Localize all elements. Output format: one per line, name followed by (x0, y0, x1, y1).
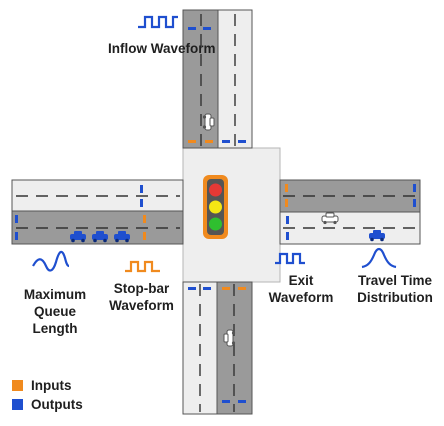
travel-time-distribution-label: Travel Time Distribution (357, 273, 433, 305)
inflow-square-pulse-wave-icon (138, 15, 178, 29)
intersection-box (182, 147, 281, 283)
legend-label-outputs: Outputs (31, 397, 83, 412)
inflow-waveform-label: Inflow Waveform (108, 41, 216, 56)
stopbar-waveform-label: Stop-bar Waveform (109, 281, 174, 313)
legend-label-inputs: Inputs (31, 378, 72, 393)
legend-item-inputs: Inputs (12, 378, 72, 393)
west-approach (11, 179, 184, 245)
legend-item-outputs: Outputs (12, 397, 83, 412)
exit-waveform-label: Exit Waveform (268, 273, 334, 305)
traffic-light-icon (203, 175, 228, 239)
outputs-swatch (12, 399, 23, 410)
east-approach (279, 179, 421, 245)
exit-square-pulse-wave-icon (275, 252, 305, 265)
stopbar-square-pulse-wave-icon (125, 260, 160, 273)
south-approach (182, 281, 253, 415)
inputs-swatch (12, 380, 23, 391)
travel-time-bell-curve-icon (361, 247, 397, 269)
maximum-queue-length-label: Maximum Queue Length (23, 287, 87, 336)
north-approach (182, 9, 253, 149)
max-queue-wavy-line-icon (32, 250, 70, 272)
